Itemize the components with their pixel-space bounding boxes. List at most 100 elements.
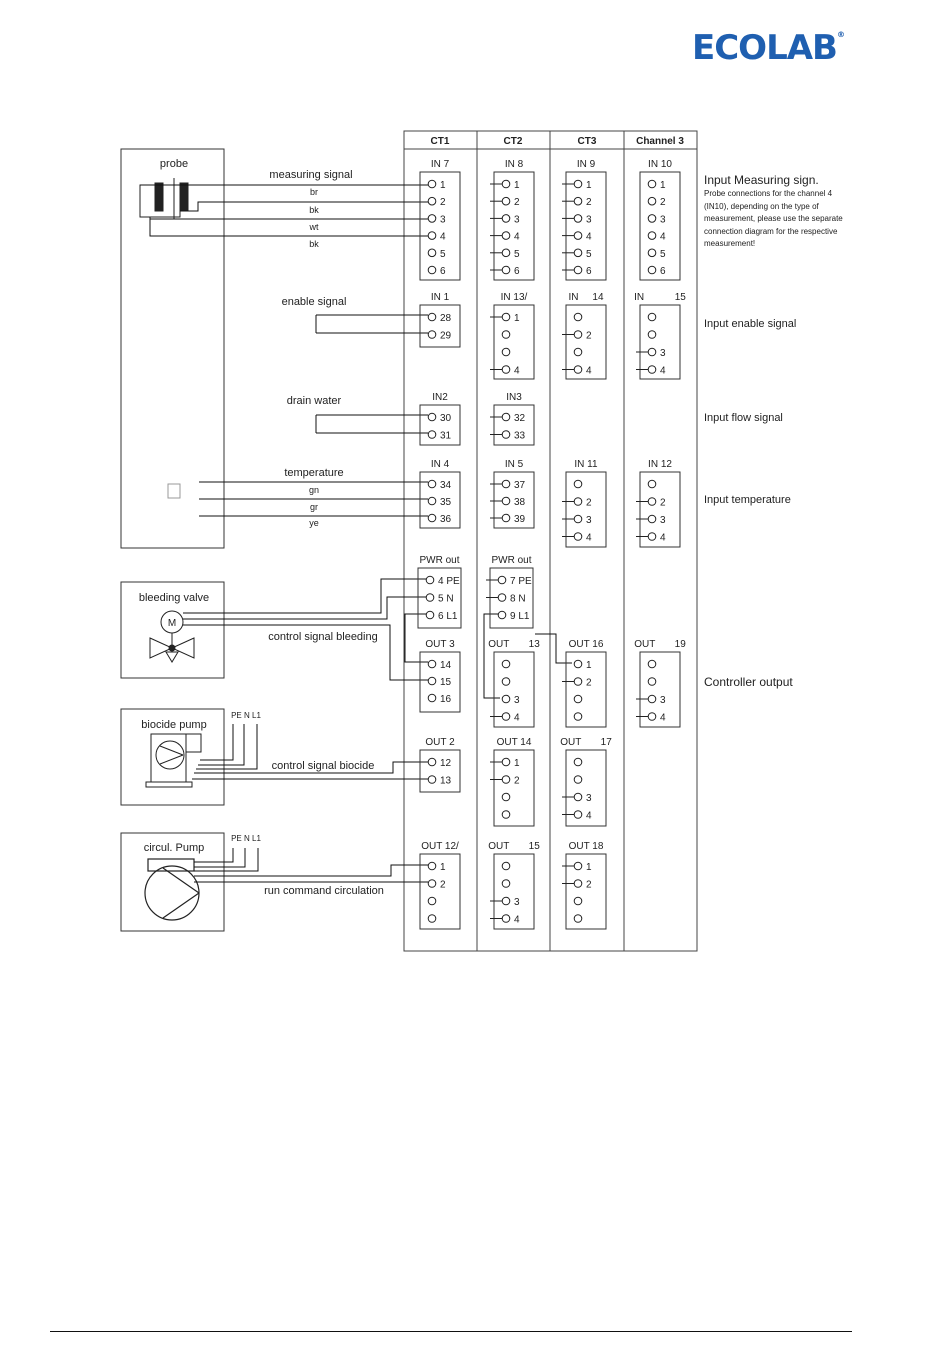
pin-label: 39 xyxy=(514,514,526,525)
terminal-title: IN 14 xyxy=(568,292,603,303)
terminal-title: IN 8 xyxy=(505,159,524,170)
wire-bk2-label: bk xyxy=(309,239,319,249)
terminal-pin xyxy=(573,810,583,819)
pin-label: 2 xyxy=(586,498,592,509)
terminal-pin xyxy=(501,775,511,784)
terminal-pin xyxy=(647,248,657,258)
circul-power-label: PE N L1 xyxy=(231,834,261,843)
terminal-pin xyxy=(501,214,511,223)
temperature-label: temperature xyxy=(284,467,343,479)
input-measuring-note: Probe connections for the channel 4 (IN1… xyxy=(704,189,843,248)
pin-label: 34 xyxy=(440,480,452,491)
temp-sensor-icon xyxy=(167,483,181,499)
terminal-pin xyxy=(501,757,511,767)
terminal-pin xyxy=(501,694,511,704)
terminal-box xyxy=(493,304,535,380)
terminal-pin xyxy=(647,497,657,506)
terminal-pin xyxy=(573,792,583,802)
terminal-pin xyxy=(427,659,437,669)
pin-label: 7 PE xyxy=(510,576,532,587)
terminal-pin xyxy=(573,879,583,888)
terminal-pin xyxy=(647,312,657,322)
terminal-pin xyxy=(647,677,657,686)
pin-label: 28 xyxy=(440,313,452,324)
terminal-pin xyxy=(501,347,511,357)
pin-label: 35 xyxy=(440,497,452,508)
terminal-title: IN 15 xyxy=(634,292,686,303)
terminal-box xyxy=(565,304,607,380)
pin-label: 6 xyxy=(660,266,666,277)
probe-box xyxy=(120,148,225,549)
logo-registered-mark: ® xyxy=(836,30,845,39)
terminal-pin xyxy=(501,496,511,506)
terminal-pin xyxy=(573,179,583,189)
terminal-pin xyxy=(427,179,437,189)
terminal-pin xyxy=(501,914,511,923)
terminal-pin xyxy=(573,196,583,206)
terminal-pin xyxy=(427,231,437,240)
terminal-pin xyxy=(427,248,437,258)
terminal-title: OUT 3 xyxy=(425,639,455,650)
terminal-pin xyxy=(647,694,657,704)
terminal-pin xyxy=(647,179,657,189)
terminal-pin xyxy=(647,196,657,206)
terminal-pin xyxy=(573,347,583,357)
terminal-pin xyxy=(427,412,437,422)
terminal-pin xyxy=(573,914,583,923)
terminal-box xyxy=(639,471,681,548)
pin-label: 4 xyxy=(514,713,520,724)
terminal-pin xyxy=(647,347,657,357)
terminal-box xyxy=(565,749,607,827)
terminal-title: OUT 17 xyxy=(560,737,612,748)
terminal-title: OUT 14 xyxy=(497,737,532,748)
terminal-pin xyxy=(427,479,437,489)
terminal-pin xyxy=(647,231,657,240)
pin-label: 3 xyxy=(514,214,520,225)
terminal-pin xyxy=(501,513,511,523)
control-signal-biocide-label: control signal biocide xyxy=(272,760,375,772)
biocide-pump-label: biocide pump xyxy=(141,719,206,731)
pin-label: 3 xyxy=(440,214,446,225)
pin-label: 4 xyxy=(586,533,592,544)
terminal-box xyxy=(493,749,535,827)
terminal-pin xyxy=(427,693,437,703)
terminal-pin xyxy=(501,365,511,374)
terminal-title: OUT 19 xyxy=(634,639,686,650)
pin-label: 2 xyxy=(586,331,592,342)
terminal-box xyxy=(419,471,461,529)
wire-br-label: br xyxy=(310,187,318,197)
terminal-title: IN 12 xyxy=(648,459,672,470)
pin-label: 6 xyxy=(440,266,446,277)
pin-label: 1 xyxy=(440,180,446,191)
terminal-pin xyxy=(427,312,437,322)
pin-label: 4 xyxy=(660,232,666,243)
pin-label: 3 xyxy=(586,515,592,526)
terminal-pin xyxy=(647,479,657,489)
terminal-pin xyxy=(573,214,583,223)
pin-label: 37 xyxy=(514,480,526,491)
terminal-pin xyxy=(573,330,583,339)
terminal-title: OUT 2 xyxy=(425,737,455,748)
terminal-pin xyxy=(501,479,511,489)
pin-label: 2 xyxy=(586,197,592,208)
pin-label: 12 xyxy=(440,758,452,769)
terminal-pin xyxy=(497,593,507,602)
terminal-pin xyxy=(501,879,511,888)
terminal-pin xyxy=(501,896,511,906)
pin-label: 1 xyxy=(586,862,592,873)
terminal-pin xyxy=(427,879,437,888)
pin-label: 33 xyxy=(514,431,526,442)
terminal-pin xyxy=(501,330,511,339)
biocide-power-label: PE N L1 xyxy=(231,711,261,720)
